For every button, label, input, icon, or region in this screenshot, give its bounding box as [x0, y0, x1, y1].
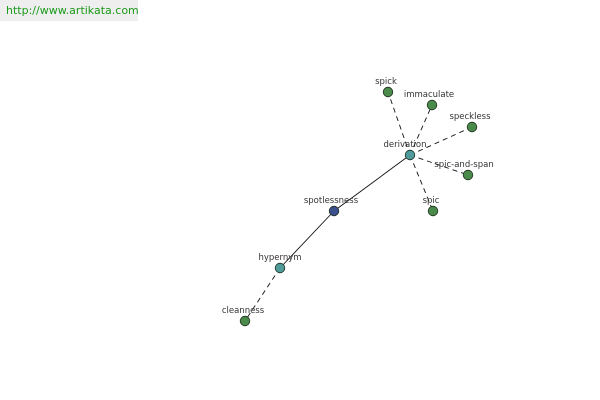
node-label-spick: spick: [375, 77, 397, 87]
node-spick[interactable]: spick: [375, 77, 397, 98]
node-marker-cleanness[interactable]: [239, 315, 251, 327]
site-url-bar: http://www.artikata.com: [0, 0, 139, 21]
node-label-spic: spic: [423, 196, 440, 206]
edge-derivation-speckless: [409, 126, 473, 156]
edge-spotlessness-derivation: [333, 154, 411, 212]
node-derivation[interactable]: derivation: [383, 140, 427, 161]
edge-derivation-spick: [387, 91, 411, 156]
node-marker-spic[interactable]: [427, 205, 439, 217]
node-marker-immaculate[interactable]: [426, 99, 438, 111]
node-label-derivation: derivation: [383, 140, 426, 150]
node-marker-spick[interactable]: [382, 86, 394, 98]
node-label-speckless: speckless: [449, 112, 491, 122]
node-label-spic-and-span: spic-and-span: [434, 160, 493, 170]
node-marker-spic-and-span[interactable]: [462, 169, 474, 181]
node-label-hypernym: hypernym: [258, 253, 301, 263]
node-label-spotlessness: spotlessness: [304, 196, 359, 206]
node-cleanness[interactable]: cleanness: [222, 306, 265, 327]
node-label-cleanness: cleanness: [222, 306, 265, 316]
graph-nodes: spotlessness derivation hypernym spick immac…: [222, 77, 494, 327]
edge-hypernym-cleanness: [244, 267, 281, 322]
edge-spotlessness-hypernym: [279, 210, 335, 269]
node-label-immaculate: immaculate: [404, 90, 454, 100]
node-spic[interactable]: spic: [423, 196, 440, 217]
node-spic-and-span[interactable]: spic-and-span: [434, 160, 494, 181]
node-immaculate[interactable]: immaculate: [404, 90, 454, 111]
node-marker-spotlessness[interactable]: [328, 205, 340, 217]
edge-derivation-spic-and-span: [409, 154, 469, 176]
node-hypernym[interactable]: hypernym: [258, 253, 302, 274]
node-marker-hypernym[interactable]: [274, 262, 286, 274]
node-speckless[interactable]: speckless: [449, 112, 491, 133]
site-url-link[interactable]: http://www.artikata.com: [6, 4, 139, 17]
node-marker-speckless[interactable]: [466, 121, 478, 133]
edge-derivation-immaculate: [409, 104, 433, 156]
node-spotlessness[interactable]: spotlessness: [304, 196, 359, 217]
graph-edges: [244, 91, 473, 322]
edge-derivation-spic: [409, 154, 434, 212]
node-marker-derivation[interactable]: [404, 149, 416, 161]
